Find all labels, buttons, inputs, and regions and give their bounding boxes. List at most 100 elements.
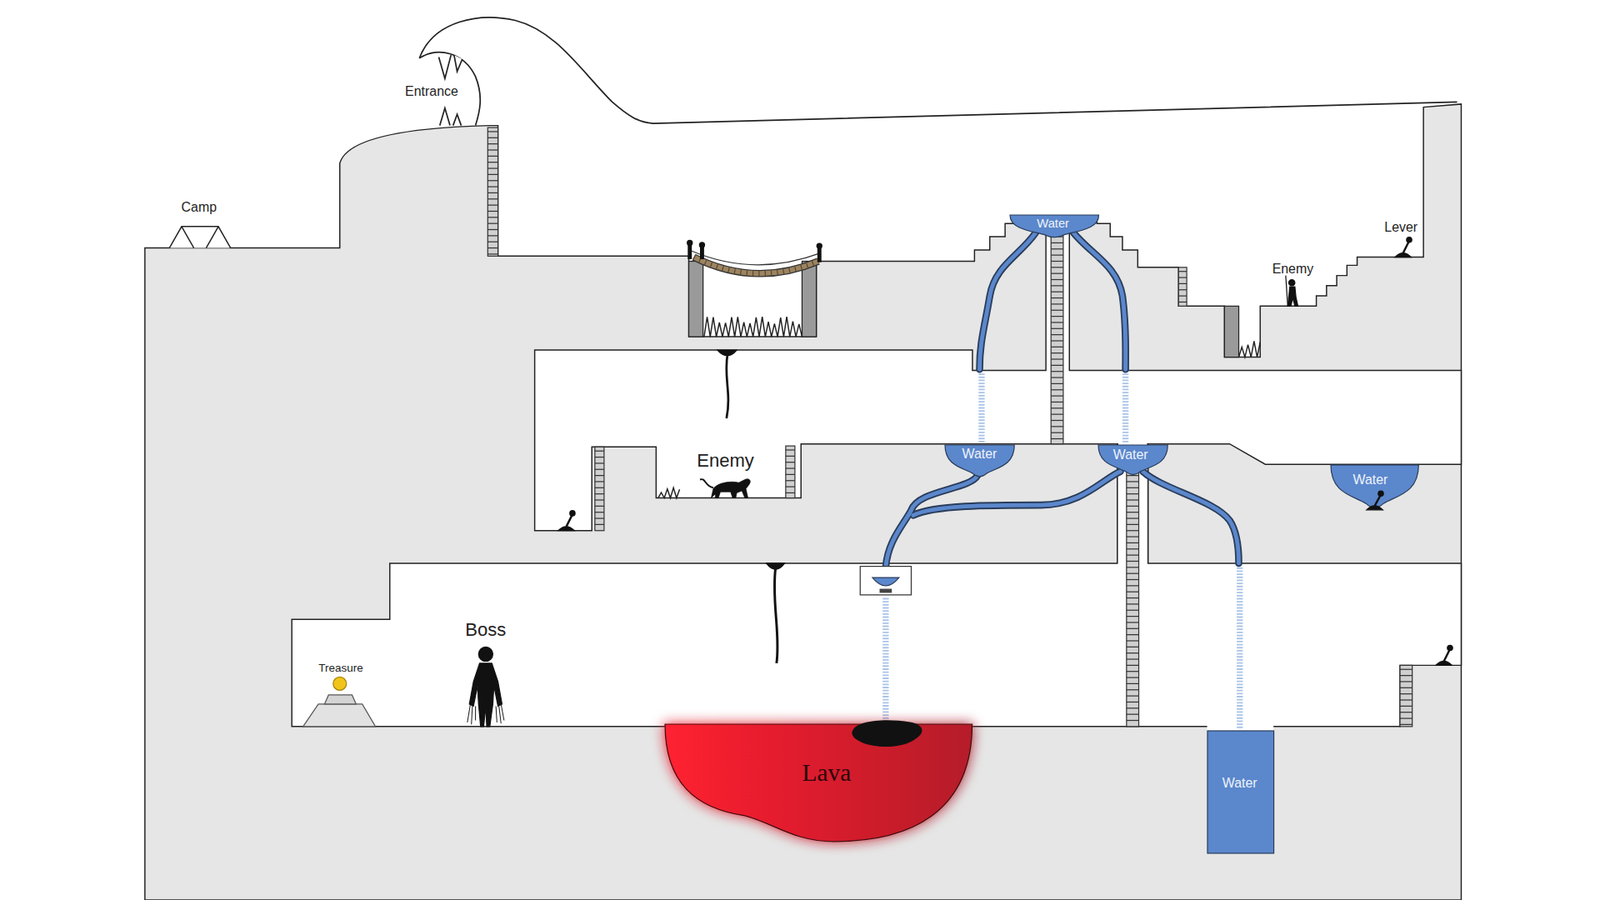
water-basin xyxy=(880,589,893,594)
ladder-rung xyxy=(1126,658,1140,660)
stalactite xyxy=(726,354,729,419)
rope-bridge xyxy=(816,242,823,249)
treasure-label: Treasure xyxy=(318,662,363,675)
ladder-rails xyxy=(1178,267,1187,307)
ladder-rung xyxy=(487,180,498,181)
ladder xyxy=(595,446,605,530)
ladder-rung xyxy=(1126,493,1140,495)
ladder-rung xyxy=(595,456,605,458)
ladder-rung xyxy=(1126,517,1140,519)
ladder-rung xyxy=(487,192,498,194)
camp-tent xyxy=(169,226,230,249)
water-drip xyxy=(885,373,1240,729)
water-pipe xyxy=(1142,471,1239,564)
ladder-rung xyxy=(1126,610,1140,611)
ladder-rung xyxy=(1050,279,1064,280)
ladder-rung xyxy=(487,198,498,200)
lever xyxy=(1395,253,1412,258)
ladder-rung xyxy=(1126,542,1140,544)
pit-walls xyxy=(689,260,704,337)
ladder-rung xyxy=(785,461,795,463)
ladder-rung xyxy=(1400,717,1413,719)
ladder-rung xyxy=(1400,669,1413,670)
rope-bridge xyxy=(691,250,820,265)
ladder-rung xyxy=(1178,289,1187,290)
ladder-rung xyxy=(1050,334,1064,335)
ladder-rung xyxy=(1050,248,1064,250)
ladder-rung xyxy=(1178,301,1187,303)
ladder-rung xyxy=(1126,634,1140,635)
water-pipe xyxy=(1073,232,1126,370)
ladder-rung xyxy=(595,469,605,470)
water-pool-outline xyxy=(1010,215,1100,238)
ladder-rails xyxy=(785,445,795,498)
cave-level-2 xyxy=(291,444,1461,727)
ladder-rung xyxy=(487,253,498,255)
pit-walls xyxy=(801,260,816,337)
stalactite xyxy=(717,350,785,664)
water-basin xyxy=(860,566,911,595)
ladder-rung xyxy=(1050,389,1064,390)
ladder xyxy=(1178,267,1187,307)
cave-entrance xyxy=(419,17,1457,126)
cave-entrance xyxy=(440,108,462,126)
boss-label: Boss xyxy=(465,619,506,640)
boss-figure xyxy=(467,704,505,725)
ladder-rung xyxy=(785,474,795,475)
pit-walls xyxy=(1224,305,1239,357)
ladder-rung xyxy=(1126,701,1140,703)
ladder-rung xyxy=(595,511,605,513)
ladder-rung xyxy=(1126,591,1140,593)
ladder-rung xyxy=(595,524,605,525)
ladder-rung xyxy=(1126,628,1140,630)
ladder-rung xyxy=(1126,707,1140,709)
ladder xyxy=(1126,471,1140,727)
water-shaft-outline xyxy=(1207,730,1275,854)
ladder-rung xyxy=(595,475,605,476)
ladder xyxy=(487,127,1412,727)
spike-grass xyxy=(658,487,680,498)
treasure-pedestal xyxy=(333,676,347,690)
ladder-rung xyxy=(487,174,498,175)
panther-enemy xyxy=(710,479,750,499)
ladder-rung xyxy=(785,492,795,494)
spike-grass xyxy=(1239,340,1261,357)
rope-bridge xyxy=(700,246,705,260)
ladder-rung xyxy=(785,455,795,457)
lever-base xyxy=(1366,505,1384,510)
panther-enemy xyxy=(700,479,714,488)
ladder-rung xyxy=(1050,420,1064,421)
ladder xyxy=(785,445,795,498)
ladder-rung xyxy=(1050,352,1064,354)
pool-shape xyxy=(1207,730,1275,854)
ladder-rung xyxy=(1050,291,1064,293)
ladder-rung xyxy=(1050,266,1064,268)
ladder xyxy=(1400,665,1413,726)
ladder-rung xyxy=(487,149,498,150)
ladder-rung xyxy=(1126,524,1140,525)
camp-label: Camp xyxy=(181,200,217,215)
ladder-rung xyxy=(785,449,795,450)
ladder-rung xyxy=(487,229,498,230)
ladder-rung xyxy=(1126,676,1140,678)
water-drip xyxy=(978,373,985,443)
ladder-rung xyxy=(487,241,498,243)
boss-figure xyxy=(478,646,493,661)
ladder-rung xyxy=(487,137,498,139)
ladder-rung xyxy=(1050,358,1064,360)
ladder-rung xyxy=(595,517,605,519)
ladder-rung xyxy=(1050,273,1064,275)
water-pipe xyxy=(885,475,978,568)
ladder-rung xyxy=(487,223,498,225)
spike-grass xyxy=(658,316,1260,499)
water-label: Water xyxy=(1222,776,1258,792)
ladder-rung xyxy=(1126,499,1140,500)
ladder-rung xyxy=(487,247,498,249)
ladder-rung xyxy=(1400,680,1413,682)
ladder-rung xyxy=(1050,303,1064,305)
lever-label: Lever xyxy=(1384,220,1418,235)
ladder-rung xyxy=(1178,295,1187,296)
water-drip xyxy=(1122,373,1129,443)
water-pipe xyxy=(885,475,978,568)
ladder-rung xyxy=(595,499,605,500)
